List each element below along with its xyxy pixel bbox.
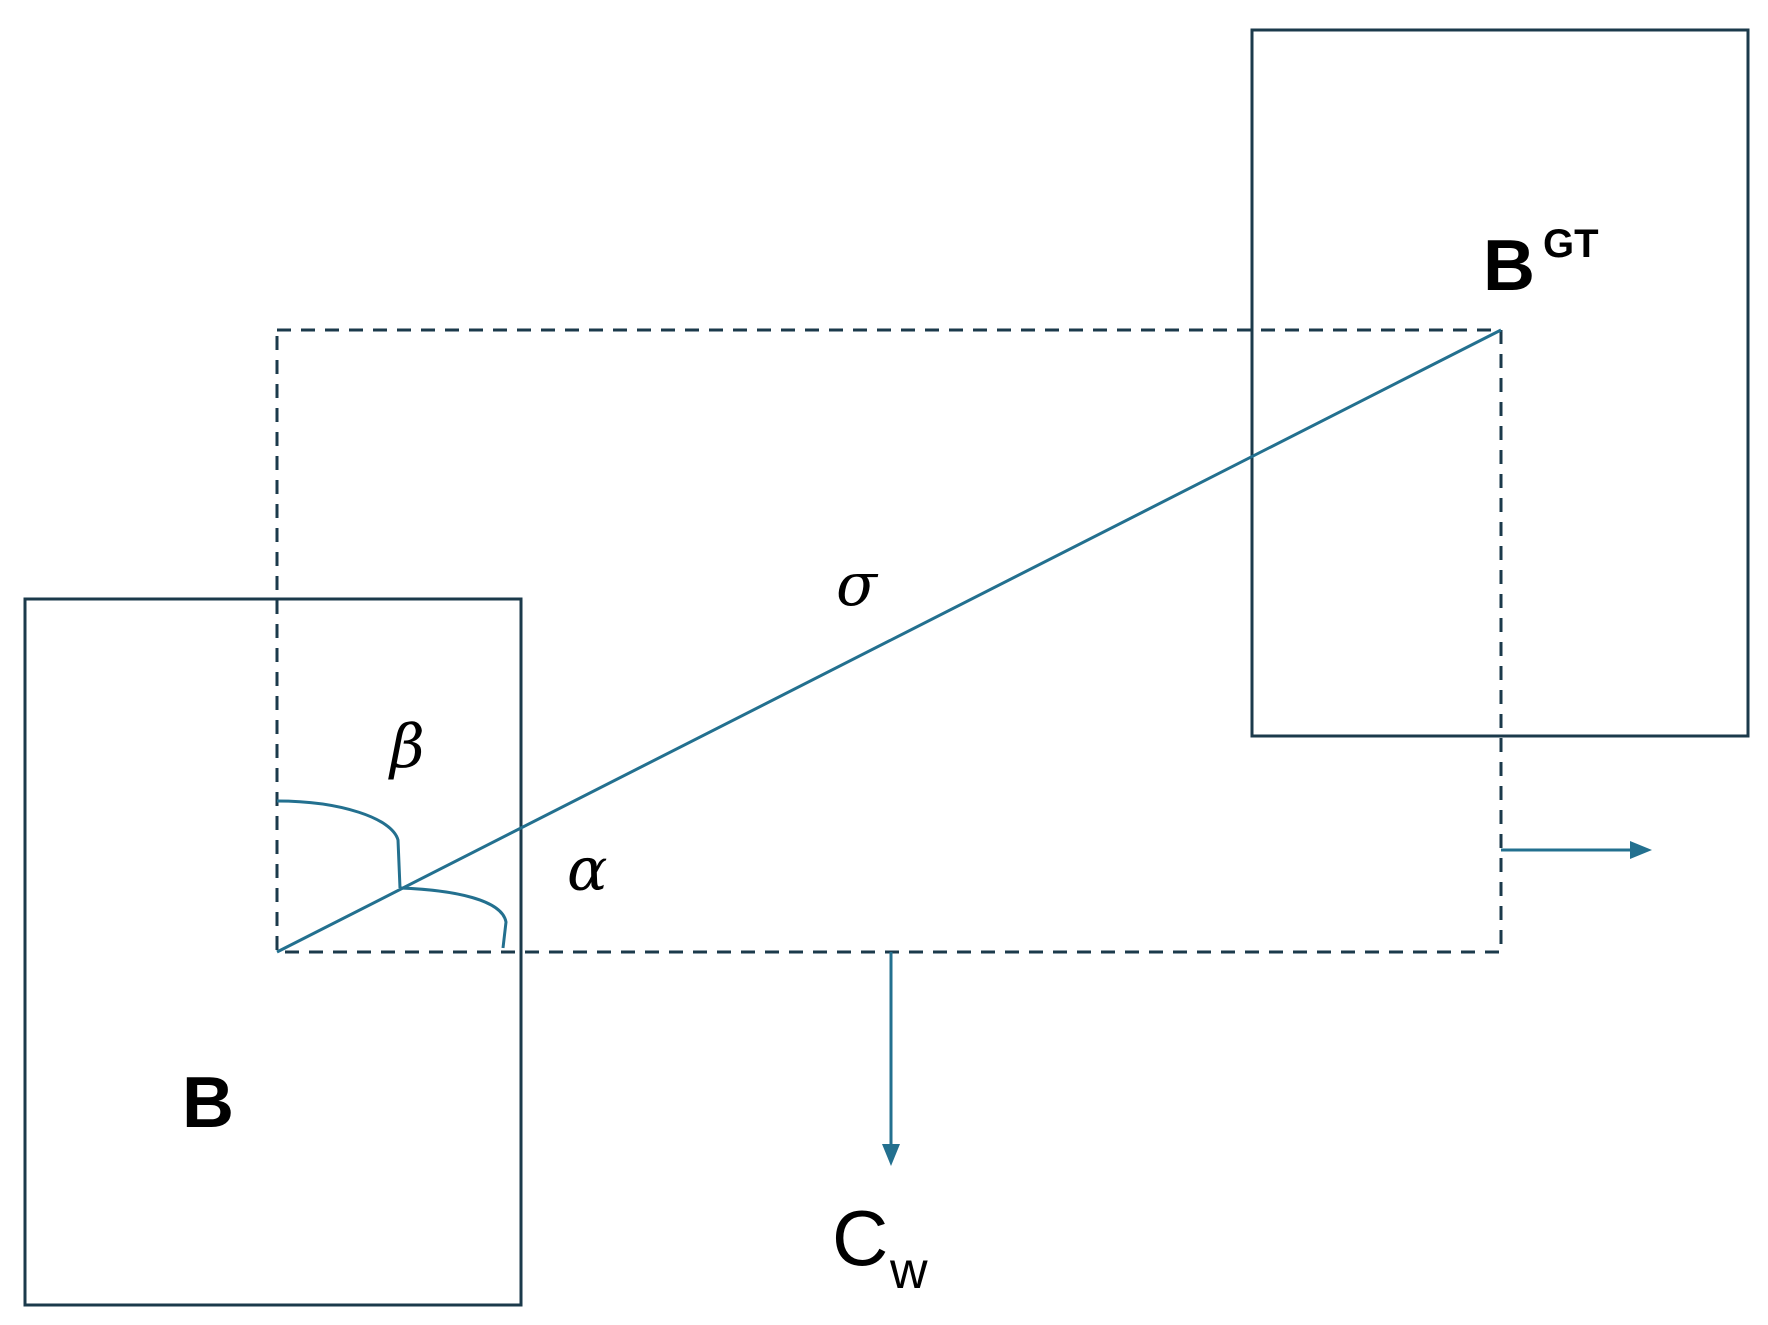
label-cw: C [832, 1194, 888, 1282]
label-sigma: σ [836, 550, 879, 620]
cw-arrow-head [882, 1144, 900, 1166]
enclosing-dashed-box [275, 328, 1503, 954]
label-beta: β [388, 712, 425, 782]
sigma-distance-line [276, 328, 1502, 954]
ground-truth-box [1250, 28, 1750, 738]
alpha-angle-arc [399, 886, 508, 949]
label-b: B [182, 1063, 234, 1143]
beta-angle-arc [276, 799, 402, 889]
predicted-box-b [23, 597, 523, 1307]
label-b-gt-superscript: GT [1543, 222, 1599, 266]
label-b-gt: B [1483, 226, 1535, 306]
label-alpha: α [567, 835, 608, 905]
label-cw-subscript: w [889, 1242, 928, 1300]
width-arrow-head [1630, 841, 1652, 859]
